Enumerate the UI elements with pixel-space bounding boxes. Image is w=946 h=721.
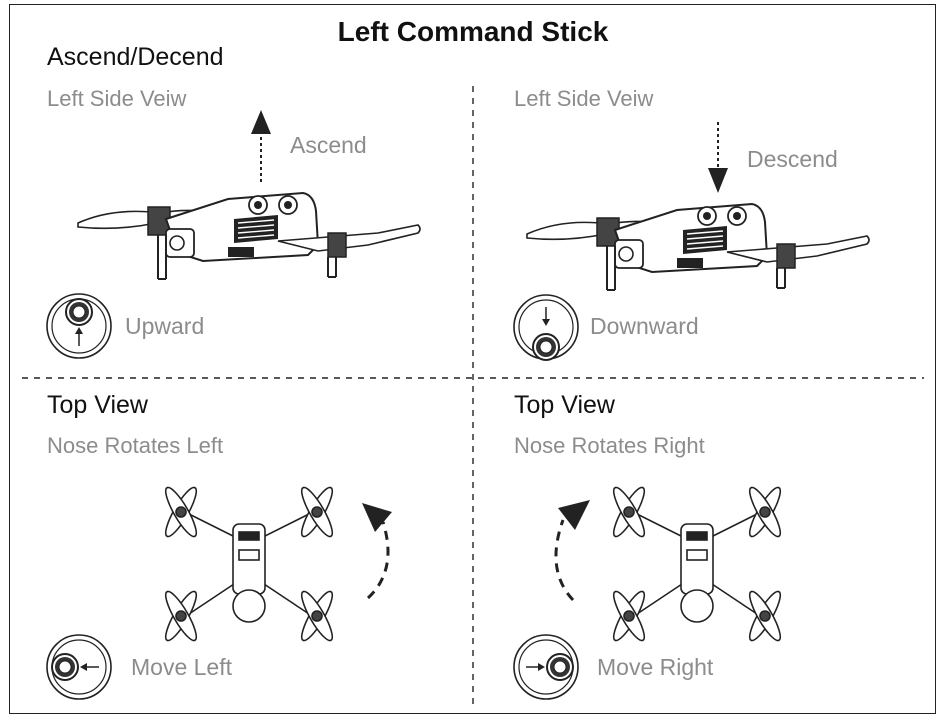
- move-right-label: Move Right: [597, 654, 714, 680]
- drone-top-view-icon: [160, 483, 338, 645]
- descend-label: Descend: [747, 146, 838, 172]
- ascend-label: Ascend: [290, 132, 367, 158]
- drone-side-view-icon: [526, 203, 870, 291]
- rotate-left-heading: Top View: [47, 391, 148, 419]
- descend-arrow: [708, 122, 728, 193]
- upward-label: Upward: [125, 313, 205, 339]
- downward-label: Downward: [590, 313, 699, 339]
- ascend-arrow: [251, 110, 271, 182]
- descend-subheading: Left Side Veiw: [514, 86, 654, 111]
- rotate-clockwise-arrow: [554, 500, 590, 602]
- rotate-right-subheading: Nose Rotates Right: [514, 433, 705, 458]
- diagram-title: Left Command Stick: [337, 16, 609, 47]
- rotate-left-subheading: Nose Rotates Left: [47, 433, 224, 458]
- drone-side-view-icon: [77, 192, 421, 280]
- stick-up-icon: [46, 293, 112, 359]
- ascend-subheading: Left Side Veiw: [47, 86, 187, 111]
- ascend-heading: Ascend/Decend: [47, 43, 224, 71]
- rotate-right-heading: Top View: [514, 391, 615, 419]
- drone-top-view-icon: [608, 483, 786, 645]
- rotate-counterclockwise-arrow: [362, 503, 392, 600]
- stick-left-icon: [46, 634, 112, 700]
- stick-down-icon: [513, 294, 579, 361]
- move-left-label: Move Left: [131, 654, 232, 680]
- stick-right-icon: [513, 634, 579, 700]
- diagram-frame: [9, 4, 936, 714]
